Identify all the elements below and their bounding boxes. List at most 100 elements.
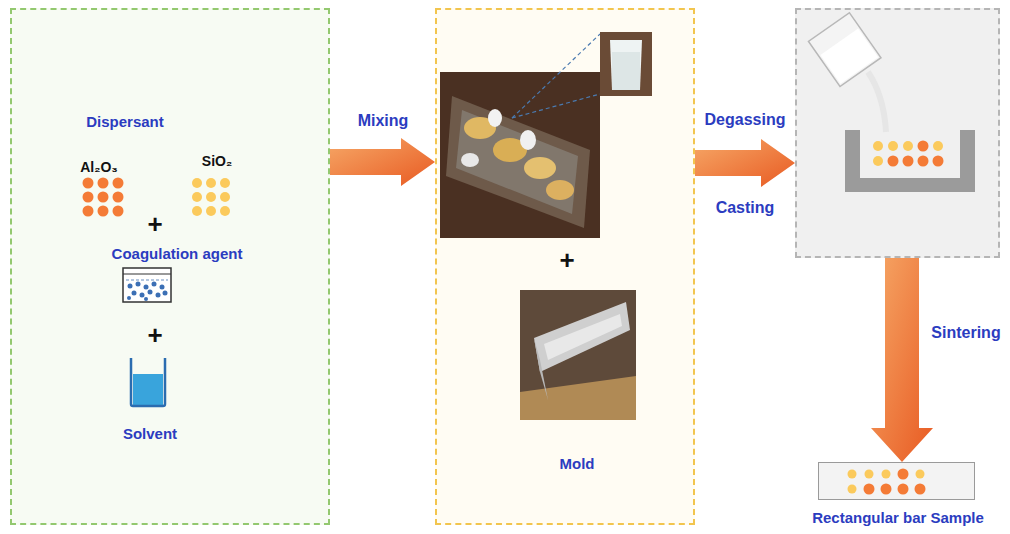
component-label: Coagulation agent (112, 246, 243, 263)
chemical-formula: Al₂O₃ (80, 160, 118, 175)
slurry-inset-photo (612, 52, 640, 90)
silica-particles (220, 178, 230, 188)
silica-particles (206, 206, 216, 216)
ball-mill-photo (446, 96, 590, 228)
pouring-beaker (808, 13, 881, 87)
sample-label: Rectangular bar Sample (812, 510, 984, 527)
silica-particles (192, 206, 202, 216)
alumina-particles (83, 178, 94, 189)
ball-mill-photo (493, 138, 527, 162)
sample-particles (898, 484, 909, 495)
coagulation-beaker (127, 296, 131, 300)
mold-photo (534, 338, 548, 400)
casting-tray (888, 141, 898, 151)
coagulation-beaker (144, 297, 148, 301)
casting-tray (845, 130, 975, 192)
coagulation-beaker (160, 285, 165, 290)
casting-tray (873, 141, 883, 151)
sample-particles (915, 484, 926, 495)
casting-tray (845, 130, 975, 192)
slurry-inset-photo (512, 32, 652, 118)
ball-mill-photo (488, 109, 502, 127)
process-panel: +Mold (435, 8, 695, 525)
casting-tray (918, 156, 929, 167)
sample-bar: Rectangular bar Sample (818, 462, 975, 500)
step-label: Casting (716, 199, 775, 217)
mold-photo (534, 302, 630, 372)
alumina-particles (83, 206, 94, 217)
pouring-beaker (808, 13, 881, 87)
alumina-particles (83, 178, 124, 217)
silica-particles (192, 192, 202, 202)
coagulation-beaker (127, 282, 168, 302)
silica-particles (192, 178, 230, 216)
casting-tray (873, 156, 883, 166)
connector-layer (330, 138, 933, 462)
casting-tray (888, 156, 899, 167)
sample-particles (848, 469, 926, 495)
casting-tray (918, 141, 929, 152)
coagulation-beaker (148, 290, 153, 295)
component-label: Dispersant (86, 114, 164, 131)
process-panel: DispersantAl₂O₃SiO₂+Coagulation agent+So… (10, 8, 330, 525)
mold-photo (520, 376, 636, 420)
alumina-particles (113, 206, 124, 217)
coagulation-beaker (140, 293, 145, 298)
coagulation-beaker (123, 268, 171, 302)
slurry-inset-photo (512, 34, 600, 118)
coagulation-beaker (163, 291, 168, 296)
sample-particles (865, 470, 874, 479)
mold-photo (544, 314, 622, 360)
ball-mill-photo (546, 180, 574, 200)
plus-sign: + (147, 210, 162, 239)
illustration (83, 13, 976, 495)
coagulation-beaker (136, 282, 141, 287)
process-arrow (330, 138, 435, 186)
sample-particles (898, 469, 909, 480)
solvent-beaker (133, 374, 163, 405)
coagulation-beaker (123, 274, 171, 275)
pouring-beaker (808, 13, 886, 132)
ball-mill-photo (524, 157, 556, 179)
coagulation-beaker (152, 282, 157, 287)
coagulation-beaker (132, 291, 137, 296)
silica-particles (220, 206, 230, 216)
step-label: Degassing (705, 111, 786, 129)
step-label: Sintering (931, 324, 1000, 342)
coagulation-beaker (123, 268, 171, 302)
ball-mill-photo (461, 153, 479, 167)
alumina-particles (98, 206, 109, 217)
slurry-inset-photo (512, 94, 600, 118)
sample-particles (848, 470, 857, 479)
ball-mill-photo (464, 117, 496, 139)
sample-particles (881, 484, 892, 495)
chemical-formula: SiO₂ (202, 154, 232, 169)
silica-particles (206, 192, 216, 202)
process-arrow (695, 139, 795, 187)
sample-particles (916, 470, 925, 479)
process-arrow (871, 258, 933, 462)
casting-tray (903, 141, 913, 151)
sample-particles (848, 485, 857, 494)
casting-tray (933, 156, 944, 167)
alumina-particles (98, 178, 109, 189)
ball-mill-photo (456, 110, 578, 214)
plus-sign: + (147, 321, 162, 350)
coagulation-beaker (126, 280, 168, 281)
coagulation-beaker (128, 284, 133, 289)
ball-mill-photo (440, 72, 600, 238)
pouring-beaker (820, 29, 878, 84)
coagulation-beaker (144, 285, 149, 290)
silica-particles (192, 178, 202, 188)
mold-photo (520, 290, 636, 420)
silica-particles (220, 192, 230, 202)
casting-tray (933, 141, 943, 151)
sample-particles (864, 484, 875, 495)
alumina-particles (113, 178, 124, 189)
mold-photo (520, 290, 636, 420)
sample-particles (882, 470, 891, 479)
solvent-beaker (131, 358, 165, 406)
